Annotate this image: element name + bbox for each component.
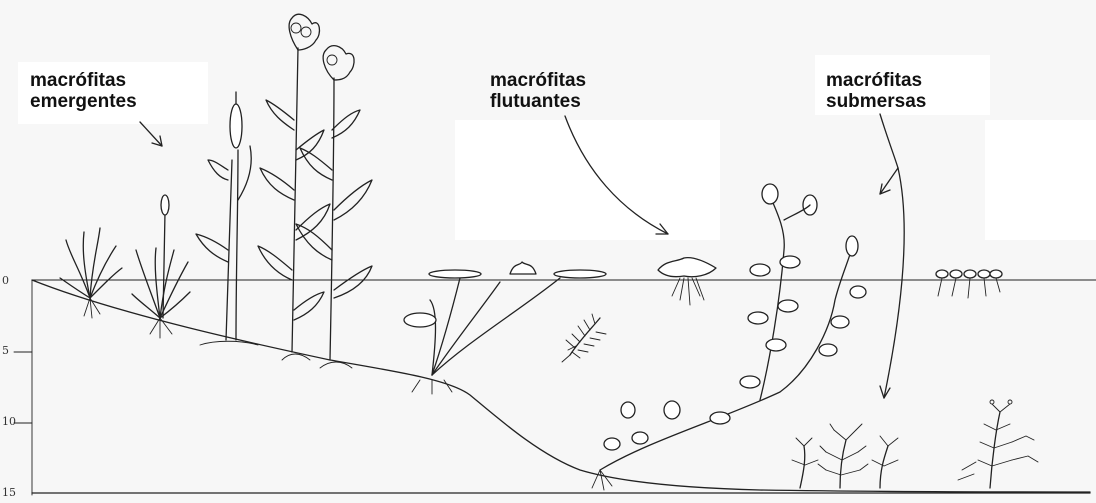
arrow-emergent xyxy=(140,122,162,146)
label-emergent-line1: macrófitas xyxy=(30,70,137,91)
floating-leaved-plant xyxy=(404,262,606,394)
arrow-submerged-2 xyxy=(880,168,904,398)
label-emergent-macrophytes: macrófitas emergentes xyxy=(30,70,137,112)
arrow-floating xyxy=(565,116,668,234)
emergent-spike-plant xyxy=(132,195,190,338)
surface-floating-plants xyxy=(936,270,1002,298)
label-submerged-macrophytes: macrófitas submersas xyxy=(826,70,926,112)
submerged-bushy-plant-1 xyxy=(792,424,898,488)
emergent-cattail xyxy=(196,92,258,345)
label-emergent-line2: emergentes xyxy=(30,91,137,112)
arrow-submerged-1 xyxy=(880,114,898,194)
emergent-flowering-plant-1 xyxy=(258,14,330,360)
label-floating-line2: flutuantes xyxy=(490,91,586,112)
submerged-fern-plant xyxy=(562,314,606,362)
submerged-tall-plant xyxy=(592,184,866,490)
label-floating-line1: macrófitas xyxy=(490,70,586,91)
emergent-flowering-plant-2 xyxy=(296,46,372,368)
label-floating-macrophytes: macrófitas flutuantes xyxy=(490,70,586,112)
emergent-rosette-plant-1 xyxy=(60,228,122,318)
label-submerged-line2: submersas xyxy=(826,91,926,112)
label-submerged-line1: macrófitas xyxy=(826,70,926,91)
submerged-bushy-plant-2 xyxy=(958,400,1038,488)
free-floating-plant xyxy=(658,258,716,305)
lake-bottom-profile xyxy=(32,280,1090,492)
